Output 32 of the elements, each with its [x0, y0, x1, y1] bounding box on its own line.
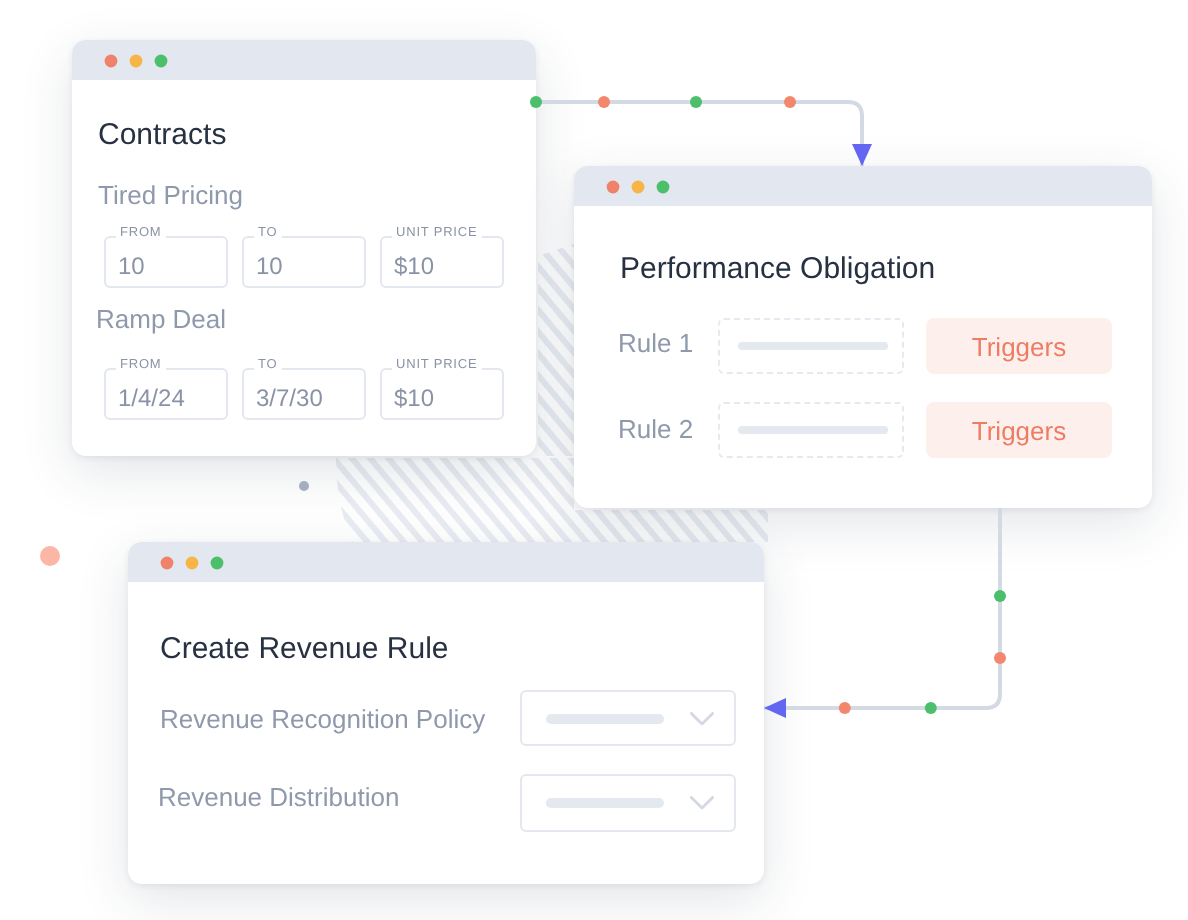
input-field	[718, 402, 904, 458]
connector-arrow	[536, 100, 872, 166]
input-field	[104, 358, 228, 420]
input-field	[380, 226, 504, 288]
field-value: 10	[256, 252, 283, 280]
row-label: Rule 2	[618, 414, 694, 446]
input-field	[242, 358, 366, 420]
input-field	[380, 358, 504, 420]
field-value: 1/4/24	[118, 384, 185, 412]
card-title: Create Revenue Rule	[160, 632, 449, 668]
dropdown-field	[520, 774, 736, 832]
window-card	[574, 166, 1152, 508]
field-value: 3/7/30	[256, 384, 323, 412]
field-value: 10	[118, 252, 145, 280]
window-card	[72, 40, 536, 456]
card-title: Performance Obligation	[620, 252, 936, 288]
input-field	[104, 226, 228, 288]
row-label: Revenue Distribution	[158, 782, 400, 814]
window-card	[128, 542, 764, 884]
triggers-button: Triggers	[926, 318, 1112, 374]
row-label: Revenue Recognition Policy	[160, 704, 486, 736]
connector-arrow	[764, 508, 1002, 718]
field-value: $10	[394, 252, 435, 280]
input-field	[718, 318, 904, 374]
section-heading: Ramp Deal	[96, 304, 227, 336]
field-value: $10	[394, 384, 435, 412]
row-label: Rule 1	[618, 328, 694, 360]
dropdown-field	[520, 690, 736, 746]
input-field	[242, 226, 366, 288]
section-heading: Tired Pricing	[98, 180, 243, 212]
triggers-button: Triggers	[926, 402, 1112, 458]
card-title: Contracts	[98, 118, 227, 154]
